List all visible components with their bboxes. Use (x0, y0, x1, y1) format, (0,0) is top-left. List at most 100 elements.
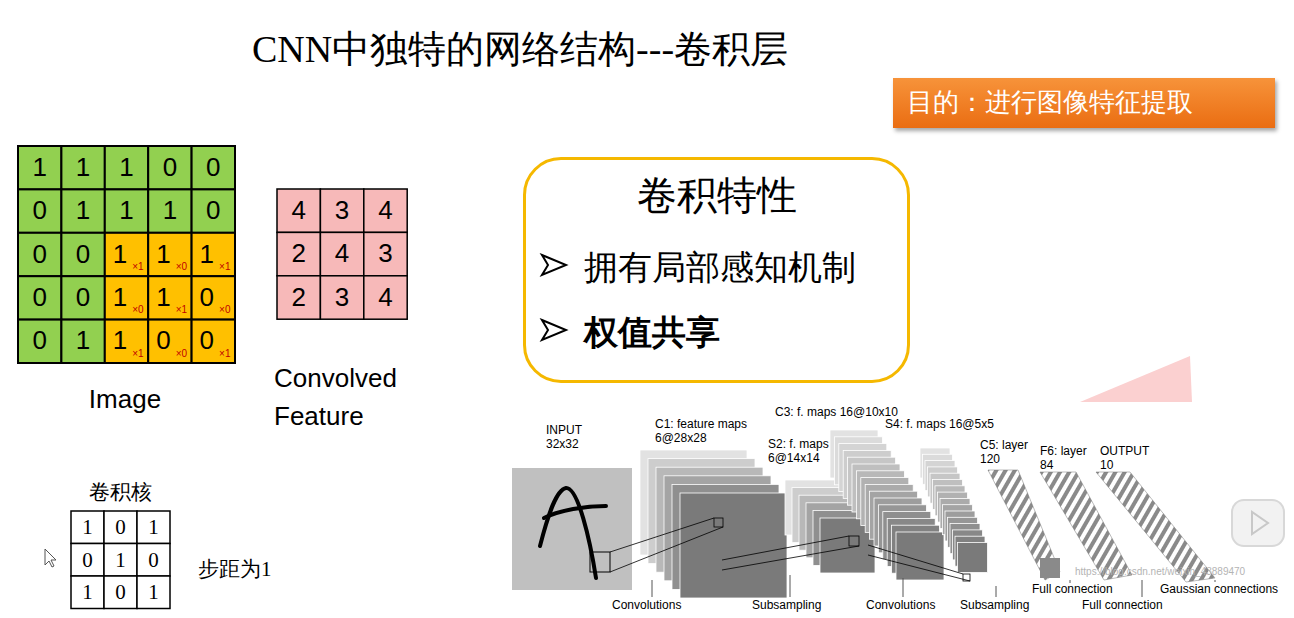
projection-line (722, 536, 849, 560)
kernel-weight-subscript: ×1 (129, 346, 148, 362)
pixel-value: 0 (18, 320, 61, 363)
feature-cell (277, 232, 320, 275)
kernel-cell (104, 511, 137, 544)
pixel-value: 1 (18, 146, 61, 189)
image-cell (18, 276, 61, 319)
image-cell (61, 189, 104, 232)
bullet-text: 权值共享 (584, 313, 720, 354)
pixel-value: 0 (18, 276, 61, 319)
kernel-value: 1 (71, 576, 104, 609)
full-connection-band (988, 470, 1215, 582)
pixel-value: 0 (192, 146, 235, 189)
pixel-value: 0 (18, 233, 61, 276)
layer-name: C1: feature maps 6@28x28 (655, 418, 755, 446)
receptive-field (849, 536, 859, 546)
kernel-weight-subscript: ×0 (172, 346, 191, 362)
feature-value: 4 (364, 276, 407, 319)
image-cell (18, 189, 61, 232)
layer-name: C5: layer 120 (980, 439, 1038, 467)
image-cell (148, 189, 191, 232)
feature-cell (320, 232, 363, 275)
feature-value: 4 (364, 189, 407, 232)
panel-heading: 卷积特性 (526, 172, 907, 220)
layer-name: S4: f. maps 16@5x5 (885, 418, 994, 432)
slide-title: CNN中独特的网络结构---卷积层 (150, 24, 890, 74)
feature-cell (277, 276, 320, 319)
kernel-value: 1 (104, 544, 137, 577)
feature-cell (320, 189, 363, 232)
kernel-weight-subscript: ×1 (129, 259, 148, 275)
operation-name: Full connection (1032, 583, 1113, 597)
operation-name: Full connection (1082, 599, 1163, 613)
pixel-value: 1 (105, 189, 148, 232)
layer-name: OUTPUT 10 (1100, 445, 1152, 473)
pixel-value: 1 (148, 189, 191, 232)
kernel-value: 0 (71, 544, 104, 577)
bullet-arrow (542, 255, 566, 340)
kernel-caption: 卷积核 (70, 478, 170, 506)
layer-name: S2: f. maps 6@14x14 (768, 438, 834, 466)
kernel-cell (71, 544, 104, 577)
tick-line (652, 575, 1215, 597)
handwritten-letter (540, 488, 606, 578)
feature-value: 4 (277, 189, 320, 232)
pixel-value: 0 (148, 146, 191, 189)
stride-note: 步距为1 (198, 557, 272, 581)
image-cell (105, 146, 148, 189)
image-cell (105, 189, 148, 232)
image-cell (18, 146, 61, 189)
kernel-value: 0 (104, 511, 137, 544)
image-cell (192, 189, 235, 232)
mouse-cursor (45, 549, 56, 567)
kernel-cell (104, 576, 137, 609)
kernel-value: 1 (71, 511, 104, 544)
pixel-value: 0 (18, 189, 61, 232)
image-cell (61, 146, 104, 189)
property-panel: 卷积特性拥有局部感知机制权值共享 (523, 157, 910, 383)
operation-name: Subsampling (960, 599, 1029, 613)
kernel-weight-subscript: ×0 (215, 302, 234, 318)
kernel-value: 0 (104, 576, 137, 609)
layer-name: INPUT 32x32 (546, 424, 592, 452)
feature-cell (277, 189, 320, 232)
kernel-weight-subscript: ×1 (172, 302, 191, 318)
layer-name: C3: f. maps 16@10x10 (775, 406, 898, 420)
feature-value: 2 (277, 276, 320, 319)
kernel-cell (137, 576, 170, 609)
kernel-weight-subscript: ×0 (172, 259, 191, 275)
projection-line (610, 527, 723, 572)
receptive-field (714, 518, 723, 527)
operation-name: Convolutions (612, 599, 681, 613)
purpose-banner: 目的：进行图像特征提取 (893, 78, 1275, 128)
image-cell (61, 233, 104, 276)
image-cell (18, 320, 61, 363)
purpose-text: 目的：进行图像特征提取 (907, 87, 1193, 118)
image-cell (61, 276, 104, 319)
kernel-cell (137, 511, 170, 544)
layer-name: F6: layer 84 (1040, 445, 1096, 473)
feature-cell (364, 276, 407, 319)
feature-value: 3 (320, 276, 363, 319)
bullet-text: 拥有局部感知机制 (584, 248, 856, 289)
projection-line (868, 545, 963, 574)
feature-value: 2 (277, 232, 320, 275)
pixel-value: 1 (61, 189, 104, 232)
projection-line (610, 518, 714, 552)
pixel-value: 0 (61, 233, 104, 276)
pixel-value: 1 (61, 146, 104, 189)
kernel-cell (71, 511, 104, 544)
pixel-value: 1 (61, 320, 104, 363)
feature-value: 4 (320, 232, 363, 275)
s4-feature-map (958, 543, 988, 573)
operation-name: Gaussian connections (1160, 583, 1278, 597)
image-cell (148, 146, 191, 189)
c5-unit (1040, 558, 1060, 578)
receptive-field (590, 552, 610, 572)
image-cell (18, 233, 61, 276)
feature-caption: Convolved Feature (274, 360, 424, 435)
image-caption: Image (70, 382, 180, 418)
video-icon (1232, 500, 1284, 546)
image-cell (61, 320, 104, 363)
kernel-weight-subscript: ×1 (215, 259, 234, 275)
feature-value: 3 (364, 232, 407, 275)
